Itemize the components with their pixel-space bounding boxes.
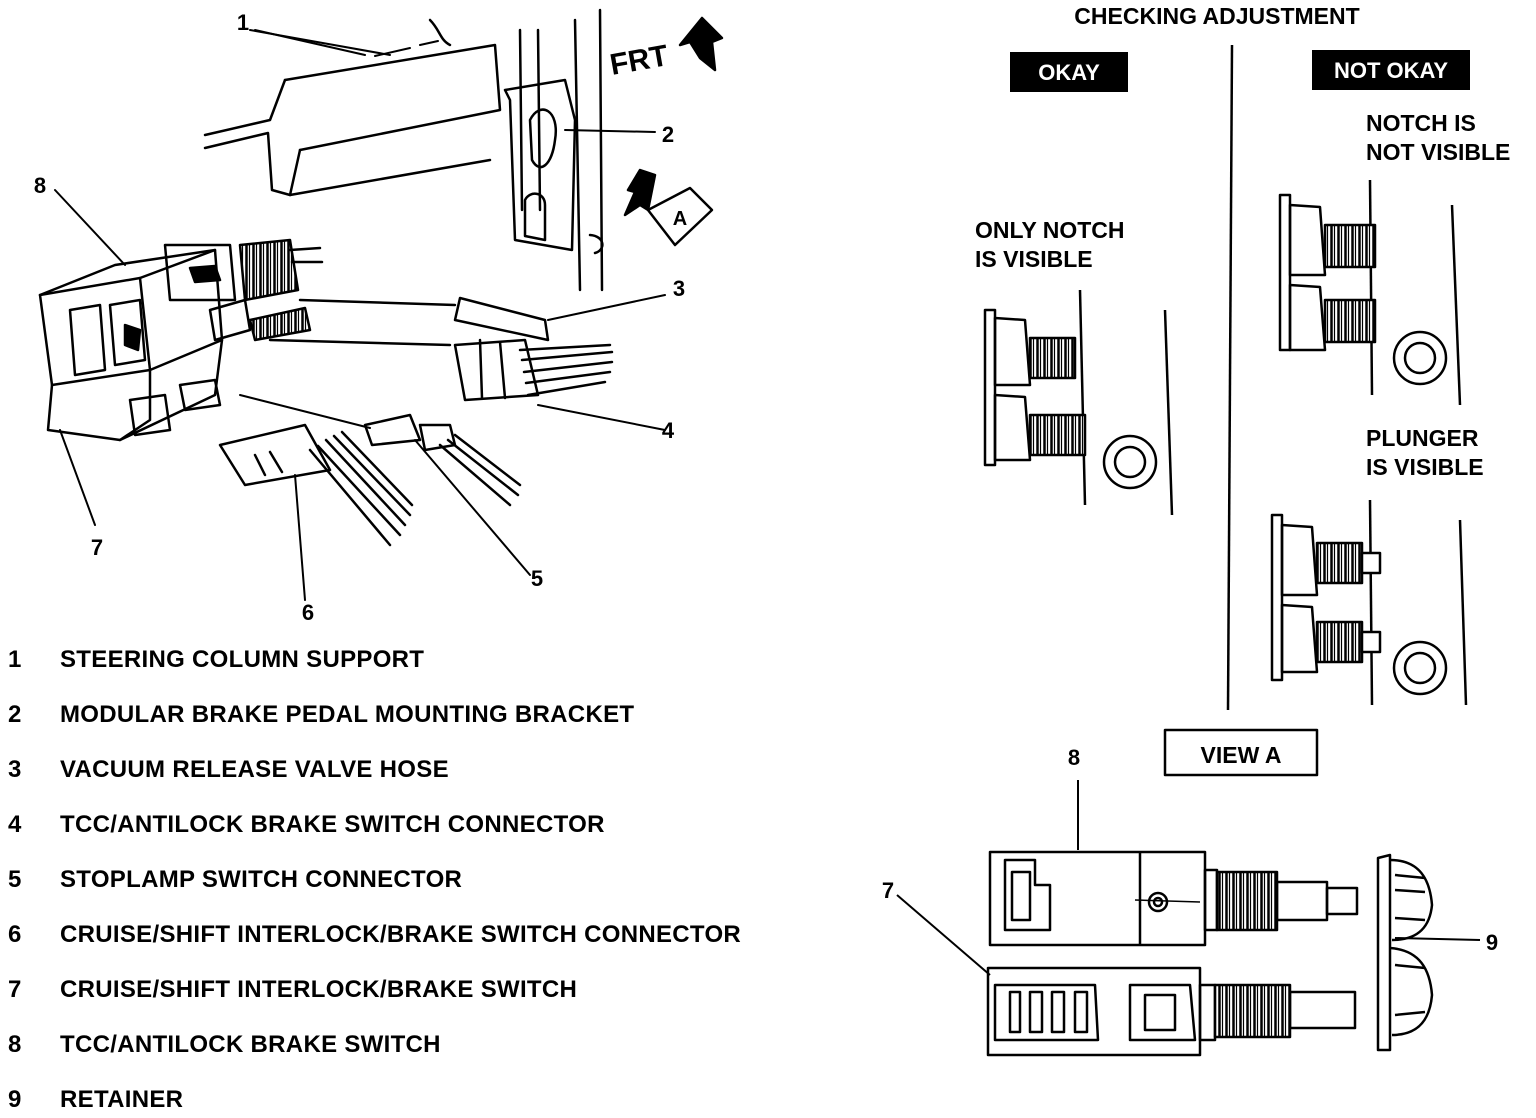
okay-badge [1010,52,1128,92]
not-okay-notch-drawing [1278,179,1462,406]
callout-9: 9 [1486,930,1498,955]
callout-4: 4 [662,418,675,443]
view-a-callout: A [673,208,687,230]
legend-label: TCC/ANTILOCK BRAKE SWITCH [60,1031,441,1058]
legend-number: 2 [8,701,22,728]
frt-label: FRT [607,39,670,82]
legend-number: 3 [8,756,22,783]
caption-plunger-1: PLUNGER [1366,425,1479,451]
legend-label: VACUUM RELEASE VALVE HOSE [60,756,449,783]
caption-only-notch-2: IS VISIBLE [975,246,1093,272]
legend-label: STEERING COLUMN SUPPORT [60,646,425,673]
callout-8b: 8 [1068,745,1080,770]
legend-label: CRUISE/SHIFT INTERLOCK/BRAKE SWITCH [60,976,578,1003]
legend-number: 1 [8,646,22,673]
legend-label: TCC/ANTILOCK BRAKE SWITCH CONNECTOR [60,811,605,838]
retainer [1376,853,1392,1052]
steering-column-support [203,18,502,197]
callout-1: 1 [237,10,249,35]
legend-number: 6 [8,921,22,948]
caption-notch-not-1: NOTCH IS [1366,110,1476,136]
legend-label: CRUISE/SHIFT INTERLOCK/BRAKE SWITCH CONN… [60,921,742,948]
okay-switch-drawing [983,289,1174,516]
caption-plunger-2: IS VISIBLE [1366,454,1484,480]
tcc-connector [453,338,666,431]
switch-assembly [38,189,324,526]
legend-number: 4 [8,811,22,838]
callout-6: 6 [302,600,314,625]
checking-adjustment-panels [983,44,1468,777]
cruise-switch-side [986,966,1202,1057]
okay-label: OKAY [1038,60,1100,85]
view-a-arrow [623,168,714,247]
callout-7b: 7 [882,878,894,903]
legend-number: 7 [8,976,22,1003]
not-okay-label: NOT OKAY [1334,58,1448,83]
panel-divider [1226,44,1234,711]
legend-label: RETAINER [60,1086,184,1113]
callout-8: 8 [34,173,46,198]
caption-notch-not-2: NOT VISIBLE [1366,139,1510,165]
legend-label: MODULAR BRAKE PEDAL MOUNTING BRACKET [60,701,635,728]
legend-number: 5 [8,866,22,893]
main-illustration [38,8,724,601]
tcc-switch-side [988,850,1207,947]
callout-2: 2 [662,122,674,147]
legend-number: 8 [8,1031,22,1058]
vacuum-hose [268,294,666,347]
front-arrow [678,16,724,72]
callout-3: 3 [673,276,685,301]
page-title: CHECKING ADJUSTMENT [1074,3,1359,29]
callout-7: 7 [91,535,103,560]
cruise-connector [218,423,414,601]
not-okay-badge [1312,50,1470,90]
side-view-assembly [896,780,1481,1057]
pedal-mounting-bracket [503,8,656,292]
stoplamp-connector [239,394,531,576]
caption-only-notch-1: ONLY NOTCH [975,217,1125,243]
callout-5: 5 [531,566,543,591]
view-a-box [1163,728,1319,777]
not-okay-plunger-drawing [1270,499,1468,706]
legend-label: STOPLAMP SWITCH CONNECTOR [60,866,463,893]
view-a-label: VIEW A [1201,742,1282,768]
legend-number: 9 [8,1086,22,1113]
